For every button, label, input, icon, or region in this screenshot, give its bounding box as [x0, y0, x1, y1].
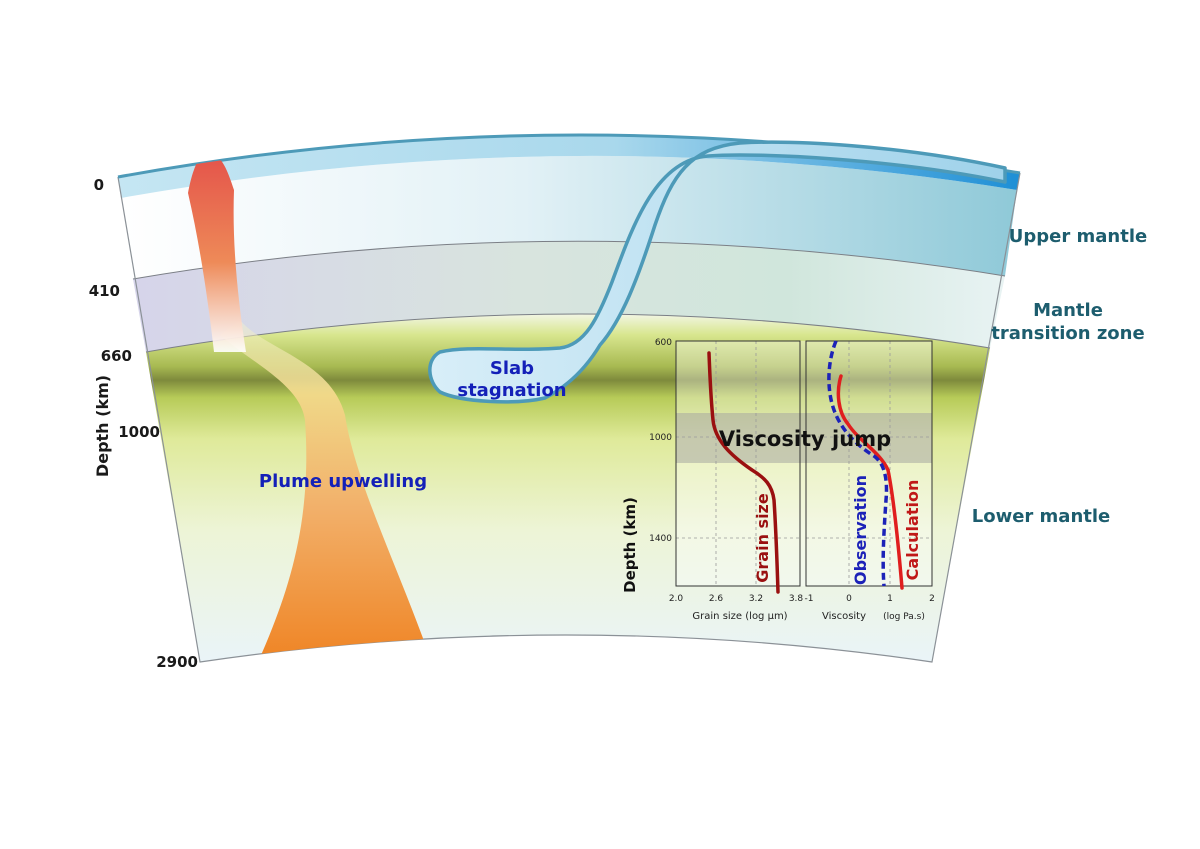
plume-lower-body: [220, 320, 428, 662]
plume-upper-conduit: [188, 152, 246, 352]
depth-tick-660: 660: [101, 347, 132, 365]
inset-left-frame: [675, 340, 801, 587]
inset-right-x-label: Viscosity: [822, 611, 866, 622]
inset-y-tick-label: 600: [655, 338, 672, 348]
left-x-tick-label: 3.8: [789, 594, 804, 604]
inset-curves: [707, 340, 904, 594]
inset-chart: Viscosity jump 600 1000 1400 2.0 2.6 3.2 3.8-1…: [621, 338, 935, 622]
inset-grid: [676, 341, 932, 586]
right-x-tick-label: -1: [805, 594, 814, 604]
inset-left-x-label: Grain size (log µm): [692, 611, 787, 622]
inset-background: [676, 341, 932, 586]
observation-curve-label: Observation: [851, 475, 870, 585]
depth-axis: 0 410 660 1000 2900 Depth (km): [89, 176, 198, 671]
left-x-tick-label: 2.6: [709, 594, 724, 604]
depth-tick-0: 0: [94, 176, 104, 194]
grain-size-curve: [707, 351, 780, 594]
right-x-tick-label: 1: [887, 594, 893, 604]
base-line-410: [132, 240, 1006, 280]
plume-upwelling-label: Plume upwelling: [259, 471, 427, 492]
transition-zone-label-line1: Mantle: [1033, 300, 1103, 321]
depth-tick-410: 410: [89, 282, 120, 300]
depth-tick-1000: 1000: [118, 423, 160, 441]
calculation-curve-label: Calculation: [903, 480, 922, 581]
depth-axis-title: Depth (km): [93, 375, 112, 477]
zone-labels: Upper mantle Mantle transition zone Lowe…: [972, 226, 1147, 527]
lower-mantle-label: Lower mantle: [972, 506, 1111, 527]
inset-right-frame: [805, 340, 933, 587]
subducting-slab: [428, 140, 1007, 404]
mantle-plume: [188, 152, 428, 662]
slab-label-line1: Slab: [490, 358, 534, 379]
feature-labels: Slab stagnation Plume upwelling: [259, 358, 567, 492]
upper-mantle-label: Upper mantle: [1009, 226, 1147, 247]
depth-tick-2900: 2900: [156, 653, 198, 671]
transition-zone-label-line2: transition zone: [991, 323, 1144, 344]
calculation-curve: [836, 374, 904, 590]
inset-y-axis-title: Depth (km): [621, 497, 639, 593]
inset-y-tick-label: 1400: [649, 534, 672, 544]
wedge-outline: [117, 172, 1021, 663]
viscosity-jump-label: Viscosity jump: [719, 427, 891, 451]
upper-mantle-layer: [121, 155, 1017, 279]
left-x-tick-label: 2.0: [669, 594, 684, 604]
base-line-660: [145, 313, 991, 353]
observation-curve: [827, 340, 889, 587]
slab-label-line2: stagnation: [457, 380, 566, 401]
inset-y-tick-label: 1000: [649, 433, 672, 443]
right-x-tick-label: 0: [846, 594, 852, 604]
grain-size-curve-label: Grain size: [753, 493, 772, 583]
right-x-tick-label: 2: [929, 594, 935, 604]
inset-right-x-unit: (log Pa.s): [883, 612, 925, 622]
inset-ticks: 600 1000 1400 2.0 2.6 3.2 3.8-1 0 1 2: [649, 338, 935, 604]
left-x-tick-label: 3.2: [749, 594, 763, 604]
